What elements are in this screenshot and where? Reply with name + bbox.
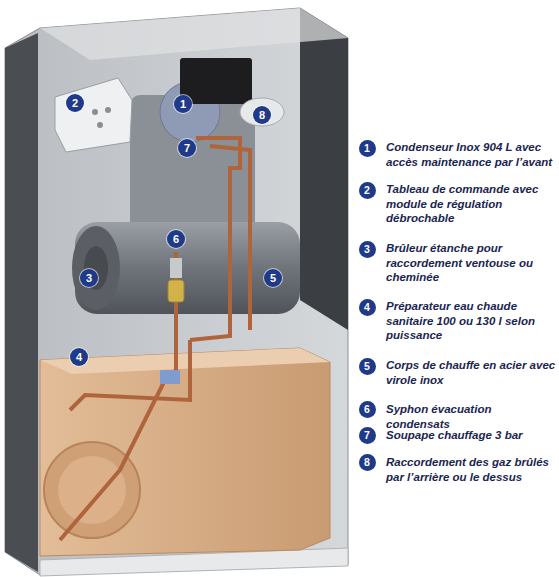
callout-number: 4 — [70, 348, 88, 366]
callout-number: 7 — [178, 139, 196, 157]
key-number: 5 — [359, 358, 376, 375]
cabinet-back-panel — [300, 8, 348, 330]
cabinet-side-panel — [5, 33, 38, 572]
siphon — [168, 280, 184, 302]
callout-number: 2 — [66, 94, 84, 112]
key-description: Raccordement des gaz brûlés par l’arrièr… — [386, 455, 556, 484]
control-unit-box — [180, 58, 252, 104]
key-number: 8 — [359, 454, 376, 471]
siphon-body — [170, 258, 182, 278]
copper-pipe — [60, 380, 165, 540]
callout-number: 3 — [80, 269, 98, 287]
tank-top — [40, 348, 330, 374]
callout-number: 8 — [253, 106, 271, 124]
burner-cap — [72, 226, 120, 310]
key-description: Tableau de commande avec module de régul… — [386, 182, 556, 226]
key-description: Brûleur étanche pour raccordement ventou… — [386, 241, 556, 285]
key-number: 2 — [359, 182, 376, 199]
control-knob — [97, 122, 103, 128]
cabinet-top — [40, 8, 348, 60]
key-description: Syphon évacuation condensats — [386, 402, 556, 431]
flue-outlet — [240, 98, 284, 126]
key-number: 6 — [359, 401, 376, 418]
key-number: 4 — [359, 299, 376, 316]
key-description: Corps de chauffe en acier avec virole in… — [386, 358, 556, 387]
cabinet-glass — [5, 8, 348, 575]
copper-pipe — [70, 340, 190, 410]
callout-number: 1 — [174, 95, 192, 113]
key-description: Condenseur Inox 904 L avec accès mainten… — [386, 140, 556, 169]
key-number: 7 — [359, 427, 376, 444]
control-knob — [105, 107, 111, 113]
callout-number: 6 — [167, 230, 185, 248]
tank-flange-inner — [58, 456, 126, 524]
copper-pipe — [210, 146, 250, 330]
callout-number: 5 — [264, 269, 282, 287]
copper-pipe — [190, 138, 240, 340]
hot-water-tank — [40, 348, 330, 556]
key-description: Soupape chauffage 3 bar — [386, 428, 556, 443]
pipe-fitting — [160, 370, 180, 384]
key-number: 1 — [359, 140, 376, 157]
control-panel — [55, 78, 132, 152]
key-description: Préparateur eau chaude sanitaire 100 ou … — [386, 299, 556, 343]
control-knob — [92, 109, 98, 115]
key-number: 3 — [359, 241, 376, 258]
